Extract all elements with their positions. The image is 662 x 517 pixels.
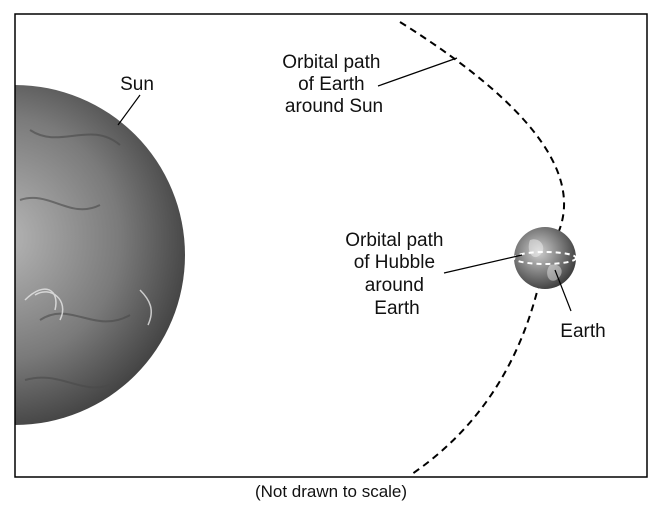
earth-orbit-leader-line <box>377 57 458 87</box>
figure-frame <box>14 13 648 478</box>
sun-flares <box>24 288 152 326</box>
hubble-orbit-label-line: Orbital path <box>345 230 443 251</box>
earth-orbit-label-line: Orbital path <box>282 52 380 73</box>
sun-leader-line <box>117 94 141 126</box>
caption: (Not drawn to scale) <box>254 482 408 501</box>
hubble-orbit-label-line: around <box>365 275 424 296</box>
hubble-orbit-label: Orbital path of Hubble around Earth <box>345 230 449 319</box>
sun-label: Sun <box>120 74 154 95</box>
hubble-orbit-label-line: Earth <box>374 298 419 319</box>
earth-orbit-label-line: of Earth <box>298 74 365 95</box>
sun-group <box>15 85 185 425</box>
earth-orbit-label-line: around Sun <box>285 96 383 117</box>
hubble-orbit-leader-line <box>443 254 523 274</box>
earth-group <box>513 227 577 289</box>
hubble-orbit-label-line: of Hubble <box>354 252 435 273</box>
earth-label: Earth <box>560 321 605 342</box>
sun <box>15 85 185 425</box>
hubble-orbit-path <box>513 251 577 265</box>
sun-texture <box>19 129 131 389</box>
earth-orbit-label: Orbital path of Earth around Sun <box>282 52 386 117</box>
earth-leader-line <box>554 269 572 312</box>
earth <box>514 227 576 289</box>
